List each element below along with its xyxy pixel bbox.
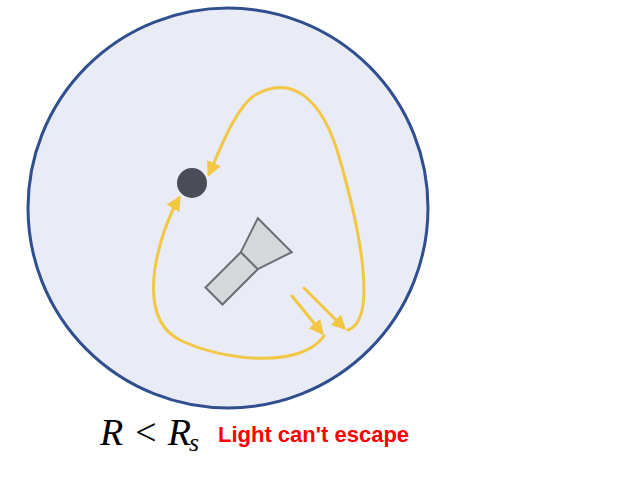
radius-condition: R < R (100, 410, 191, 454)
schwarzschild-sphere (28, 8, 428, 408)
singularity-dot (177, 168, 207, 198)
flashlight-symbol (197, 218, 292, 313)
note-text: Light can't escape (218, 422, 409, 448)
light-ray (153, 88, 363, 359)
subscript: s (189, 428, 199, 458)
